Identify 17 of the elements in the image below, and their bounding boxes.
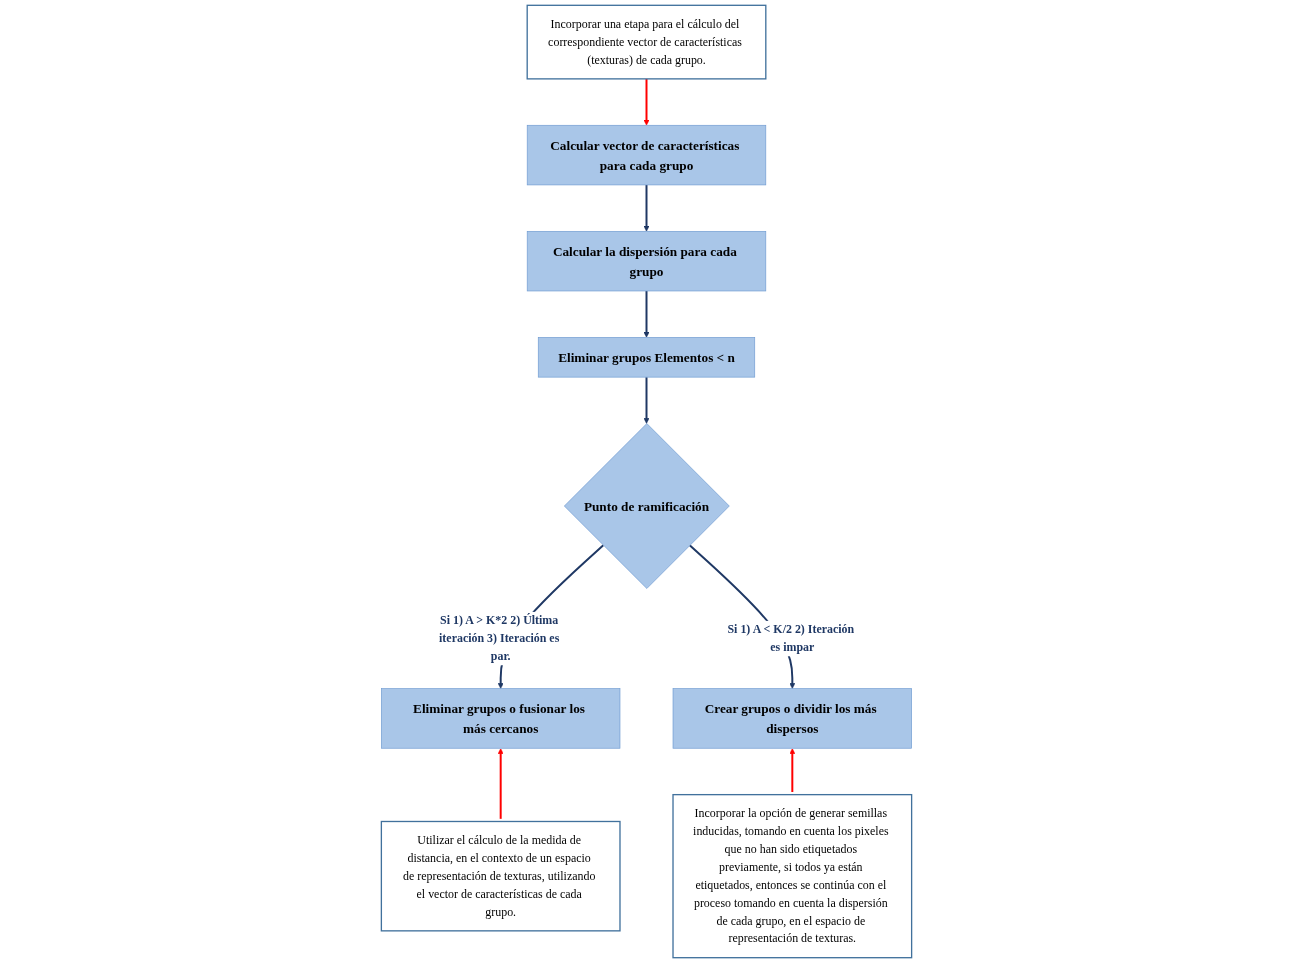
node-box: Calcular la dispersión para cada grupo [526, 231, 767, 292]
node-box: Utilizar el cálculo de la medida de distancia, en el contexto de un espacio de representación de texturas, utilizando el vector de características de cada grupo. [380, 820, 621, 932]
arrow [497, 748, 504, 820]
node-box: Incorporar una etapa para el cálculo del correspondiente vector de características (texturas) de cada grupo. [526, 4, 767, 80]
arrow [643, 290, 650, 338]
edge-label: Si 1) A < K/2 2) Iteración es impar [727, 622, 855, 654]
node-box: Crear grupos o dividir los más dispersos [672, 688, 912, 749]
node-box: Calcular vector de características para cada grupo [526, 124, 767, 186]
arrow [643, 77, 650, 126]
node-box: Eliminar grupos Elementos < n [537, 337, 756, 378]
arrow [643, 183, 650, 232]
node-box: Eliminar grupos o fusionar los más cercanos [381, 688, 621, 749]
arrow [643, 376, 650, 424]
node-diamond: Punto de ramificación [564, 423, 730, 589]
arrow [789, 748, 796, 793]
node-box: Incorporar la opción de generar semillas inducidas, tomando en cuenta los pixeles que no han sido etiquetados previamente, si todos ya están etiquetados, entonces se continúa con el proceso tomando en cuenta la dispersión de cada grupo, en el espacio de representación de texturas. [672, 793, 913, 959]
edge-label: Si 1) A > K*2 2) Última iteración 3) Iteración es par. [439, 613, 560, 663]
